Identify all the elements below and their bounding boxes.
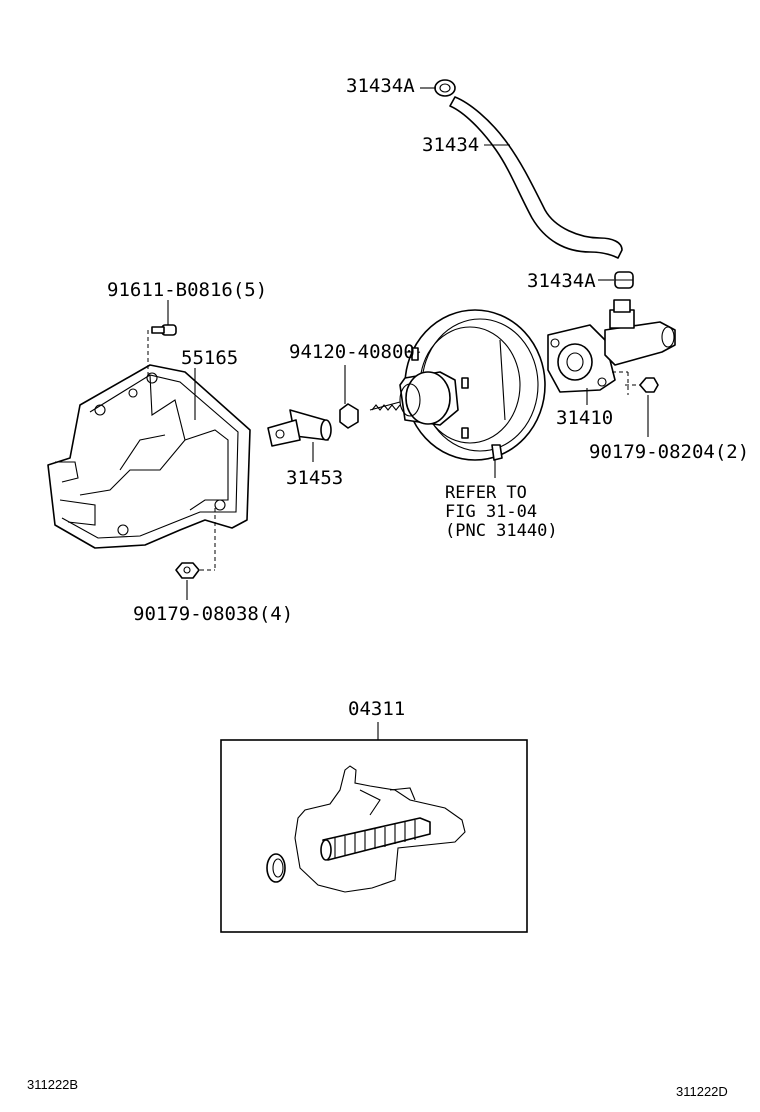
nut-pin-icon [339, 403, 359, 429]
footer-code-left: 311222B [27, 1077, 78, 1092]
nut-cylinder-icon [639, 377, 659, 393]
repair-kit-box [220, 739, 528, 933]
label-hose: 31434 [422, 134, 479, 156]
label-refer-line3: (PNC 31440) [445, 521, 558, 541]
piston-icon [320, 817, 431, 861]
label-refer-line2: FIG 31-04 [445, 502, 537, 522]
label-nut-pin: 94120-40800 [289, 341, 415, 363]
label-master-cylinder: 31410 [556, 407, 613, 429]
label-pushrod-clevis: 31453 [286, 467, 343, 489]
bolt-top-icon [151, 324, 177, 336]
hose-31434 [449, 96, 623, 259]
master-cylinder-31410 [547, 299, 676, 395]
label-repair-kit: 04311 [348, 698, 405, 720]
nut-bottom-icon [175, 562, 200, 579]
snap-ring-icon [266, 853, 286, 883]
label-nut-cylinder: 90179-08204(2) [589, 441, 749, 463]
label-refer-line1: REFER TO [445, 483, 527, 503]
leader-lines [167, 87, 649, 740]
brake-booster [369, 309, 546, 461]
hose-clip-bottom-icon [614, 271, 634, 289]
label-bolt-top: 91611-B0816(5) [107, 279, 267, 301]
pushrod-clevis-31453 [267, 409, 332, 447]
hose-clip-top-icon [434, 79, 456, 97]
bracket-55165 [47, 330, 251, 571]
label-hose-clip-top: 31434A [346, 75, 415, 97]
footer-code-right: 311222D [676, 1084, 728, 1099]
label-hose-clip-bottom: 31434A [527, 270, 596, 292]
label-bracket: 55165 [181, 347, 238, 369]
label-nut-bottom: 90179-08038(4) [133, 603, 293, 625]
